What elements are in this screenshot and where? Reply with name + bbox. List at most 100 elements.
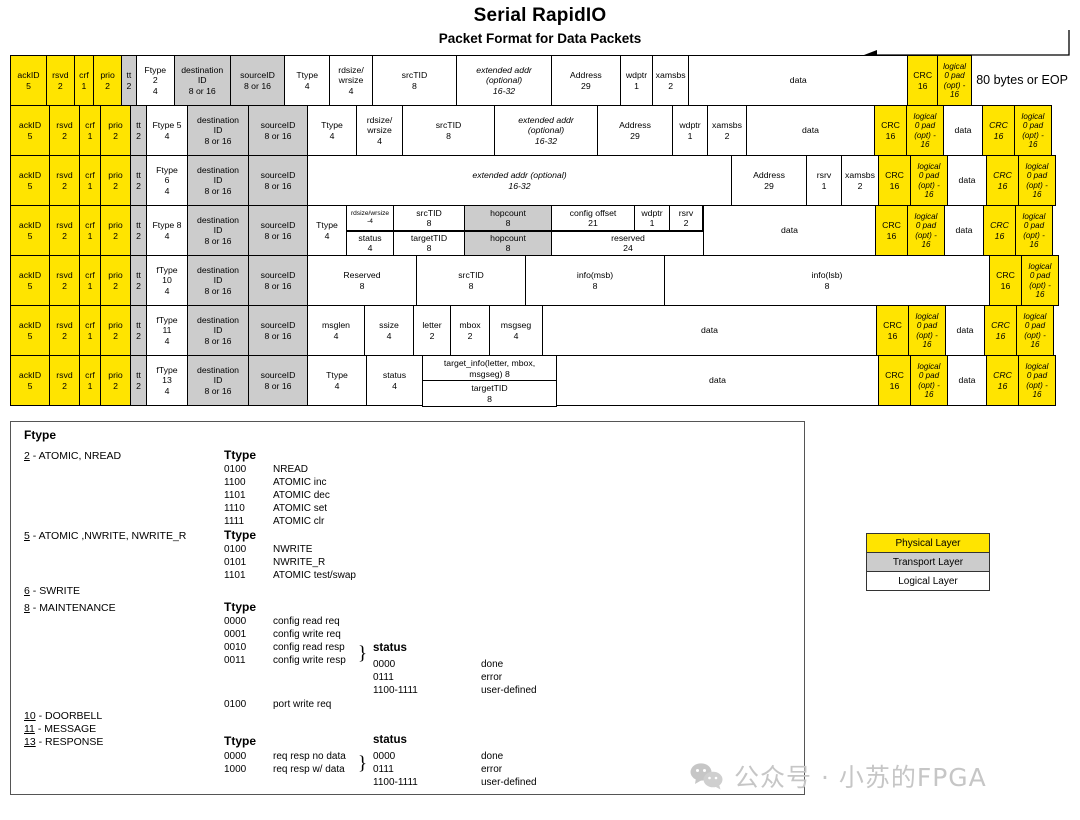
grp13-code: 1000 [224,764,247,775]
grp13-desc: req resp w/ data [273,764,345,775]
packet-field-line: ackID [17,70,40,81]
packet-field-line: Ttype [296,70,319,81]
packet-field-line: msglen [321,320,350,331]
packet-field-line: ackID [18,320,42,331]
packet-field-line: rsvd [56,270,73,281]
packet-field-line: 2 [136,130,141,141]
packet-field-line: 0 pad [944,71,965,81]
packet-field-line: hopcount [490,233,526,244]
ftype-legend-box: Ftype 2 - ATOMIC, NREAD 5 - ATOMIC ,NWRI… [10,421,805,795]
packet-field-line: destination [196,365,240,376]
packet-field-line: reserved [611,233,645,244]
layer-legend-label: Physical Layer [895,537,961,549]
packet-field-line: 4 [386,330,392,341]
grp8s-code: 1100-1111 [373,685,418,696]
packet-field-line: 5 [27,380,33,391]
packet-field-line: 2 [105,80,110,91]
grp13s-desc: error [481,764,503,775]
packet-field-line: data [956,325,974,336]
packet-field-line: 2 [683,217,689,228]
packet-field-line: 4 [304,80,310,91]
packet-field-line: data [955,225,973,236]
packet-field-line: destination [196,165,240,176]
packet-field-line: sourceID [260,270,296,281]
packet-field-line: Ttype [326,370,348,381]
grp8-desc: config write resp [273,655,346,666]
packet-field-line: -4 [367,217,373,225]
packet-field-line: prio [108,320,123,331]
packet-field-line: sourceID [260,370,296,381]
packet-field-line: 4 [164,185,170,196]
packet-field-line: msgseg) 8 [469,368,510,379]
packet-field-line: 16 [1000,280,1011,291]
field-rdsizewrsize: rdsize/wrsize-4 [346,205,394,231]
packet-field-line: xamsbs [712,120,742,131]
ftype-entry-2-label: ATOMIC, NREAD [38,450,122,462]
packet-field-line: 8 [505,217,511,228]
packet-field-line: rsvd [56,120,73,131]
packet-field-line: rsvd [56,170,73,181]
packet-field-line: 2 [113,130,118,141]
packet-field-line: 1 [87,280,93,291]
packet-field-line: 2 [136,380,141,391]
packet-field-line: logical [1028,262,1052,272]
packet-field-line: 2 [113,280,118,291]
grp2-code: 0100 [224,464,247,475]
packet-field-line: Reserved [343,270,381,281]
packet-field-line: destination [196,115,240,126]
packet-field-line: info(msb) [576,270,614,281]
grp2-desc: ATOMIC clr [273,516,325,527]
packet-field-line: Ftype 5 [152,120,182,131]
packet-field-line: 2 [136,280,141,291]
packet-field-line: wdptr [679,120,701,131]
packet-field-line: srcTID [401,70,428,81]
packet-field-line: 16 [922,339,932,349]
packet-field-line: 2 [113,330,118,341]
packet-field-line: logical [943,62,967,72]
packet-field-line: 8 or 16 [264,230,292,241]
packet-field-line: 1 [87,230,93,241]
field-infolsb: info(lsb)8 [664,255,990,306]
ttype-heading-5: Ttype [224,528,257,542]
packet-field-line: 5 [27,180,33,191]
packet-field-line: 4 [367,243,373,254]
packet-field-line: ID [213,125,223,136]
packet-field-line: 2 [113,380,118,391]
packet-field-line: fType [156,265,178,276]
grp13-desc: req resp no data [273,751,346,762]
packet-field-line: 80 bytes or EOP [976,73,1068,88]
packet-field-line: 8 or 16 [188,85,216,96]
packet-field-line: rdsize/ [366,115,393,126]
packet-field-line: 8 [359,280,365,291]
ftype-entry-11: 11 - MESSAGE [24,723,97,735]
packet-field-line: 2 [467,330,473,341]
packet-field-line: fType [156,365,178,376]
